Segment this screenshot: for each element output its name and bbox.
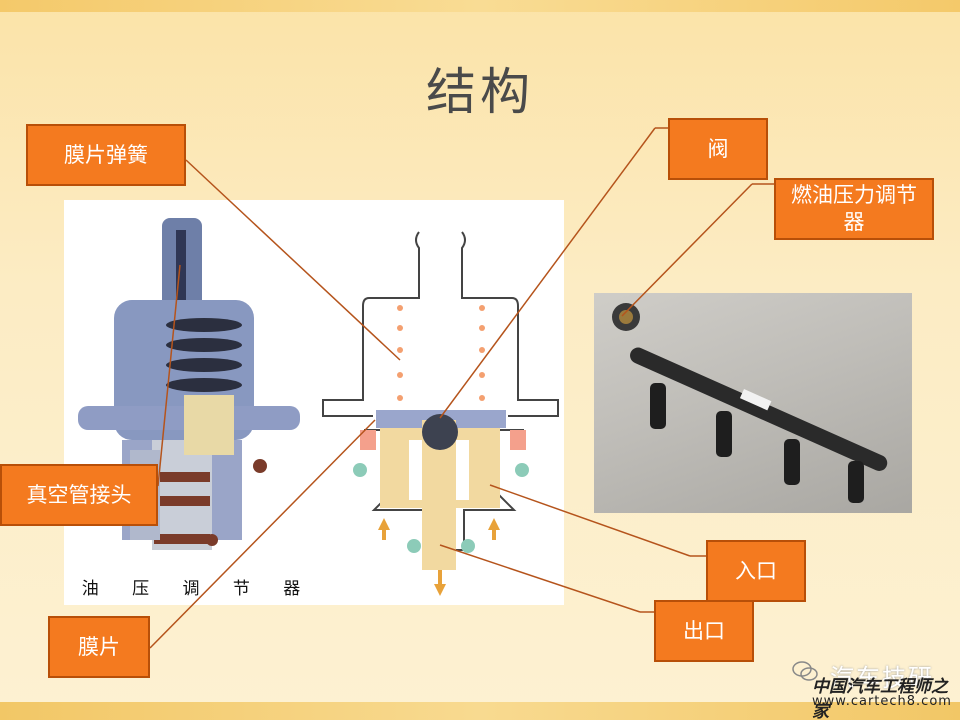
leader-diaphragm-spring [185, 159, 401, 361]
top-band [0, 0, 960, 12]
regulator-illustration-panel [64, 200, 564, 605]
watermark-subtitle: 中国汽车工程师之家 [812, 677, 948, 722]
leader-valve-b [439, 127, 656, 419]
regulator-caption: 油 压 调 节 器 [81, 579, 315, 599]
fuel-rail-drawing [612, 303, 888, 503]
watermark-url: www.cartech8.com [812, 694, 952, 709]
label-diaphragm: 膜片 [48, 616, 150, 678]
wechat-icon [792, 661, 818, 681]
leader-diaphragm [149, 419, 376, 649]
fuel-rail-photo [594, 293, 912, 513]
bottom-band [0, 702, 960, 720]
slide-title: 结构 [426, 63, 534, 121]
leader-outlet-b [439, 544, 641, 613]
label-fuel-pressure-regulator: 燃油压力调节器 [774, 178, 934, 240]
label-vacuum-connector: 真空管接头 [0, 464, 158, 526]
label-valve: 阀 [668, 118, 768, 180]
watermark-title: 汽车技研 [830, 664, 934, 692]
label-diaphragm-spring: 膜片弹簧 [26, 124, 186, 186]
leader-inlet-b [489, 484, 691, 557]
label-outlet: 出口 [654, 600, 754, 662]
schematic-fill [353, 305, 529, 596]
leader-regulator-b [621, 183, 753, 317]
label-inlet: 入口 [706, 540, 806, 602]
leader-vacuum-connector [157, 264, 181, 487]
